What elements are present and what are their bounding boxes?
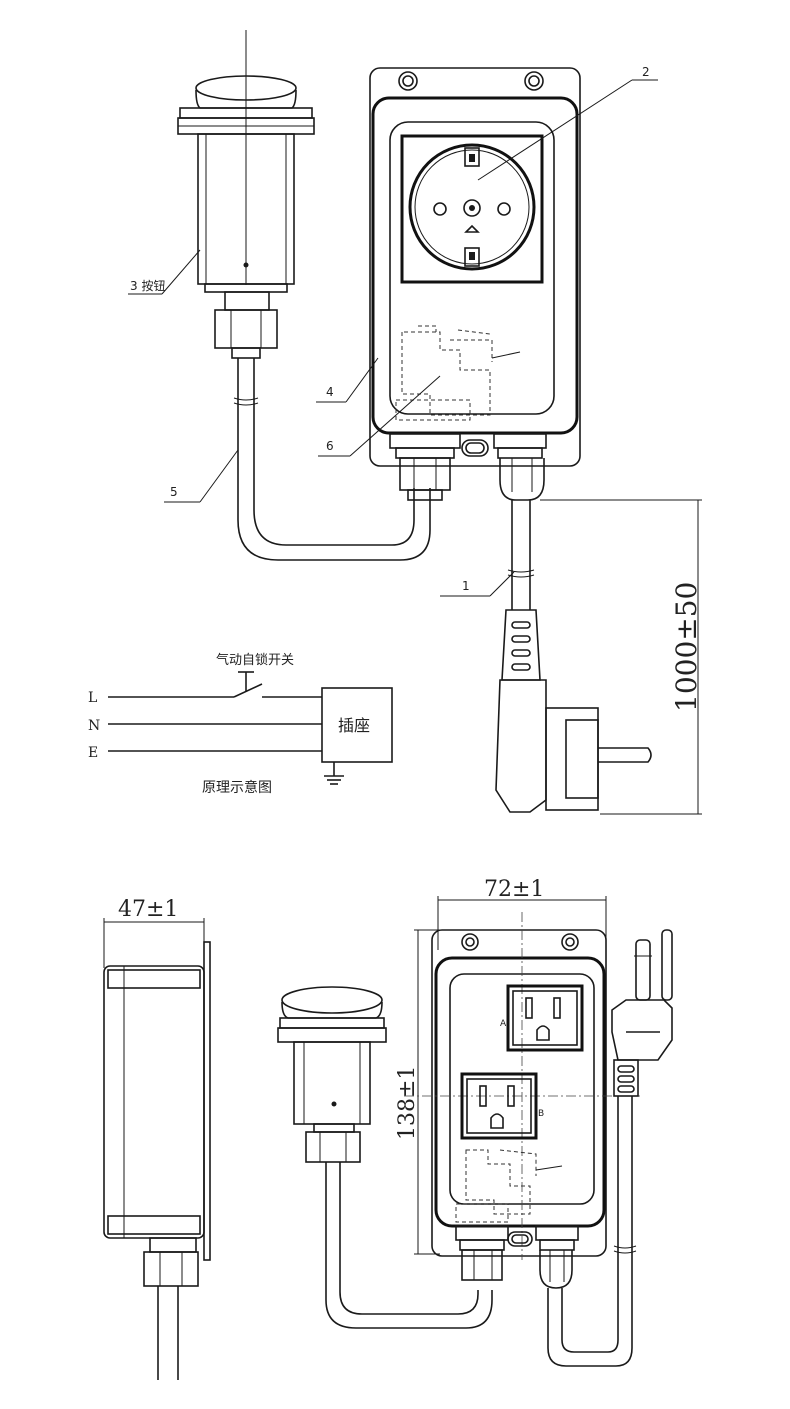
control-box-front-us: 72±1 138±1 A B: [395, 877, 640, 1367]
line-n-label: N: [88, 718, 100, 734]
schematic-caption: 原理示意图: [202, 779, 272, 796]
callout-1: 1: [462, 579, 470, 593]
callout-5: 5: [170, 485, 178, 499]
depth-dimension-label: 47±1: [118, 897, 178, 922]
push-button-top: [177, 30, 315, 359]
callouts: 2 3 按钮 4 6 5 1: [128, 65, 658, 597]
height-dimension-label: 138±1: [395, 1066, 420, 1140]
line-e-label: E: [88, 745, 98, 761]
callout-2: 2: [642, 65, 650, 79]
callout-3: 3 按钮: [130, 278, 165, 293]
width-dimension-label: 72±1: [484, 877, 544, 902]
push-button-bottom: [277, 986, 493, 1329]
switch-label: 气动自锁开关: [216, 652, 294, 668]
us-plug: [611, 929, 673, 1097]
cord-length-label: 1000±50: [670, 582, 703, 712]
line-l-label: L: [88, 690, 97, 706]
cord-length-dimension: 1000±50: [540, 499, 703, 815]
callout-4: 4: [326, 385, 334, 399]
control-box-top: [369, 67, 581, 501]
control-box-side-view: 47±1: [103, 897, 211, 1380]
outlet-a-label: A: [500, 1019, 507, 1029]
wiring-schematic: 气动自锁开关 L N E 插座 原理示意图: [88, 652, 393, 796]
callout-6: 6: [326, 439, 334, 453]
cable-1-eu-plug: [495, 500, 652, 813]
outlet-b-label: B: [538, 1109, 544, 1119]
cable-5: [233, 358, 431, 561]
socket-label: 插座: [338, 716, 370, 735]
